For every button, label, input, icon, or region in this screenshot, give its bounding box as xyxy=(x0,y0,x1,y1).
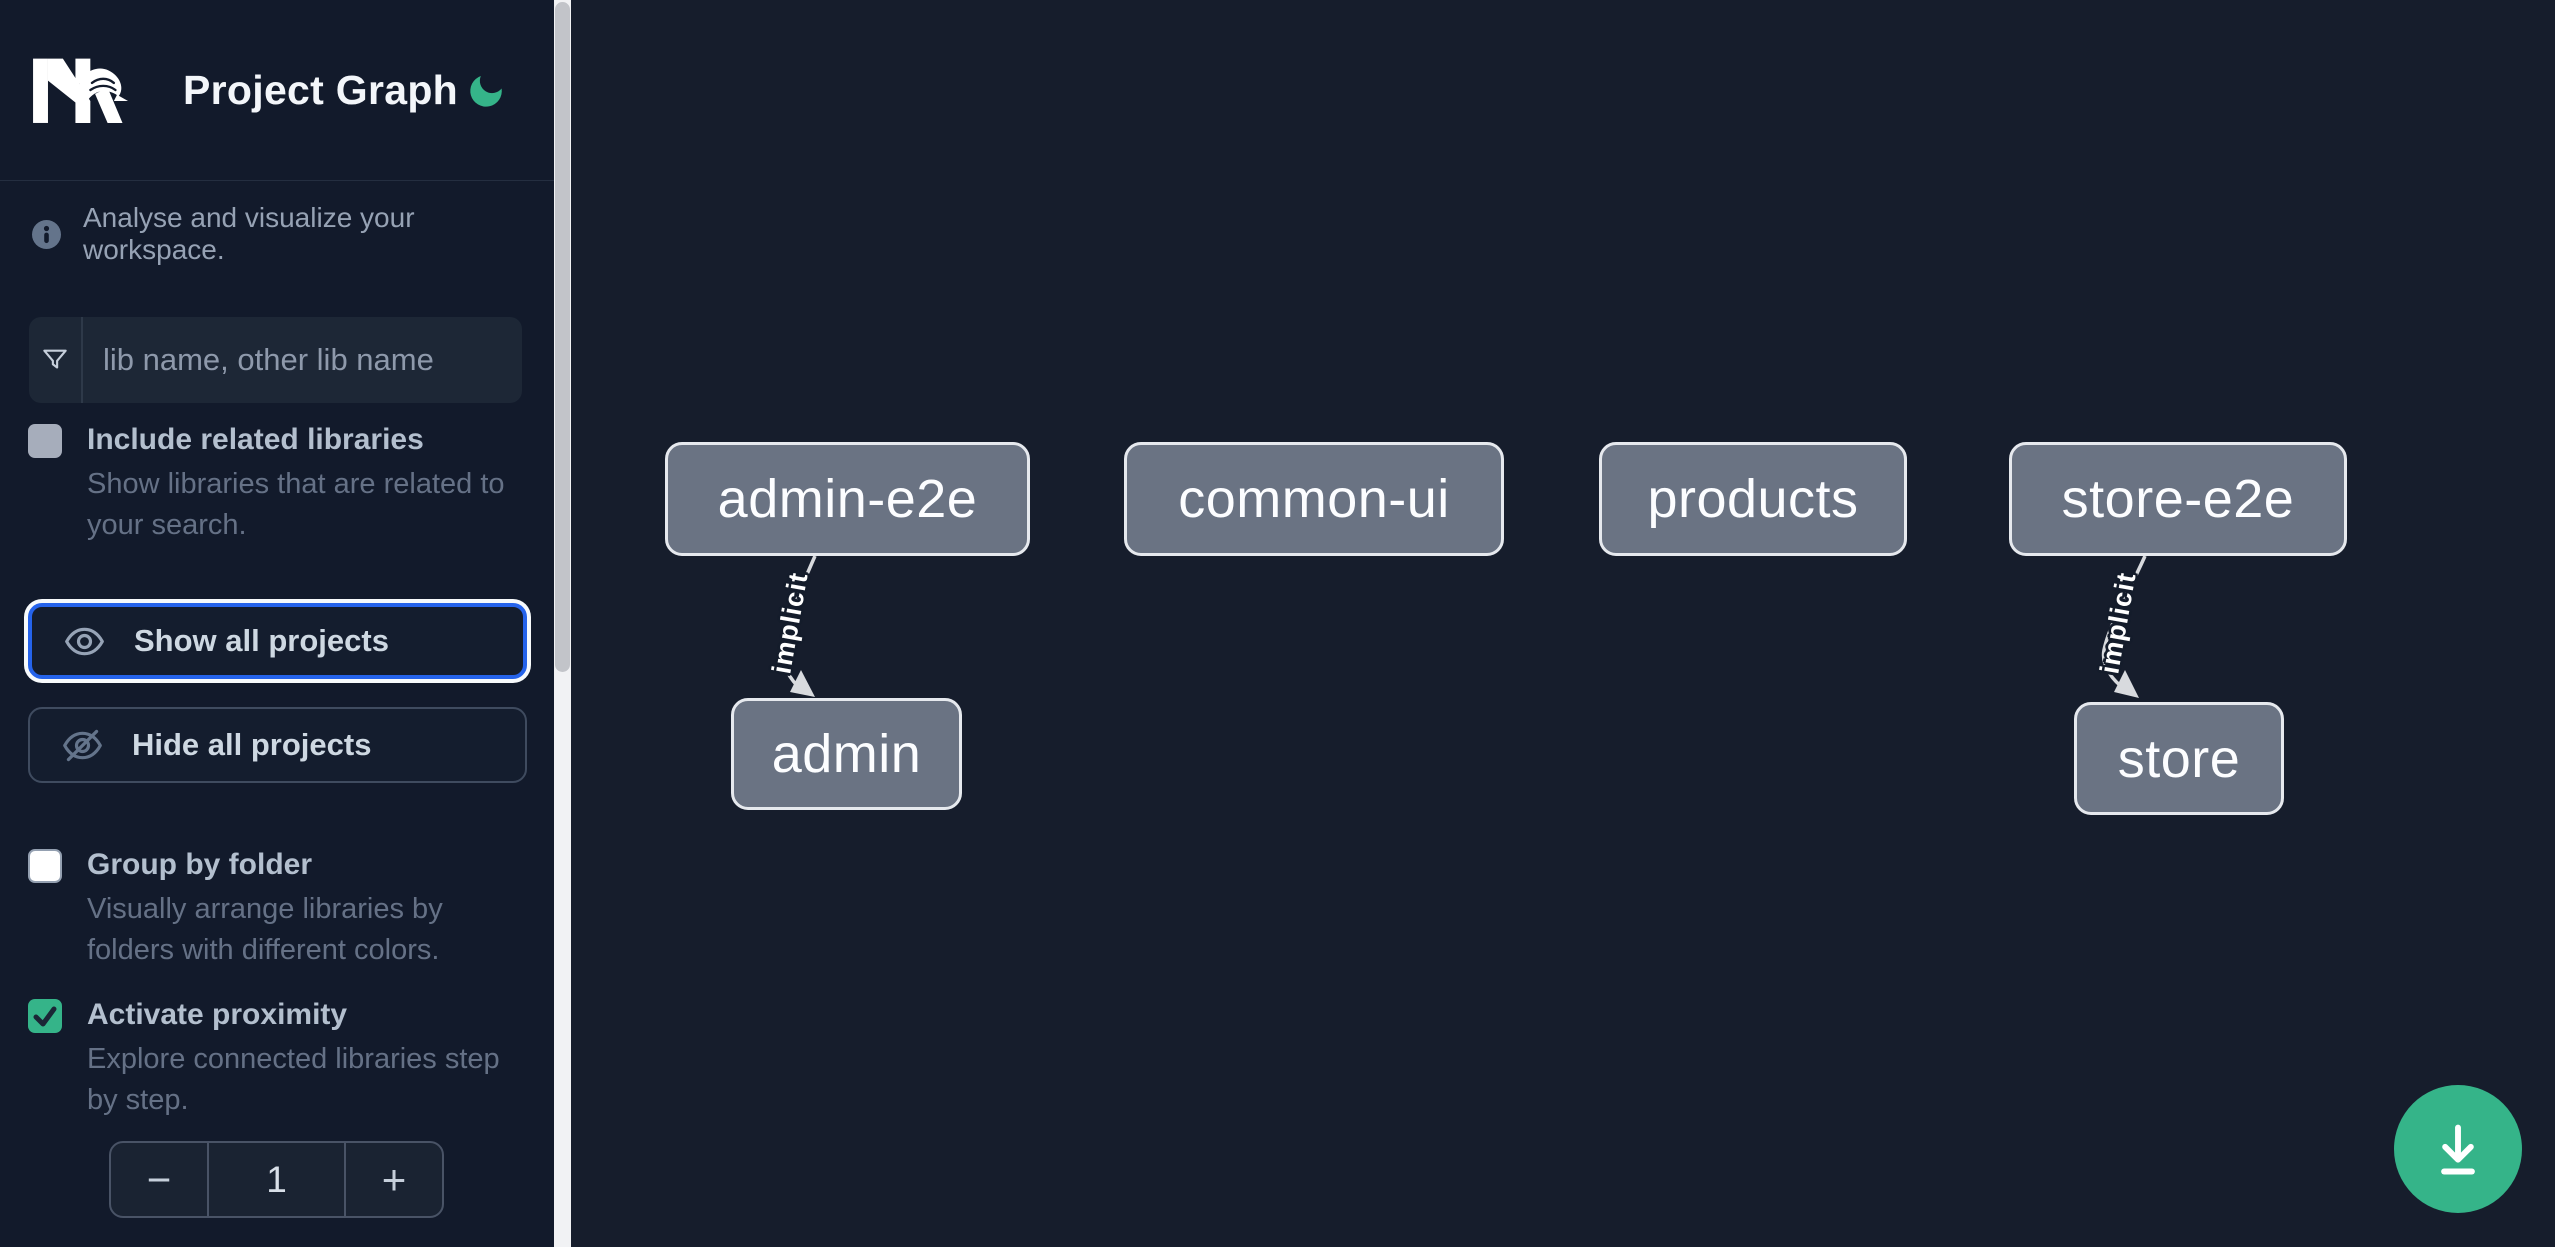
toggle-texts: Activate proximity Explore connected lib… xyxy=(87,996,518,1121)
toggle-label: Include related libraries xyxy=(87,423,424,456)
checkbox-activate-proximity[interactable] xyxy=(28,999,62,1033)
check-icon xyxy=(33,1006,57,1027)
toggle-label: Activate proximity xyxy=(87,998,348,1031)
checkbox-group-by-folder[interactable] xyxy=(28,849,62,883)
scrollbar-thumb[interactable] xyxy=(555,2,570,672)
show-all-projects-button[interactable]: Show all projects xyxy=(28,603,527,679)
checkbox-include-related-libraries[interactable] xyxy=(28,424,62,458)
download-icon xyxy=(2441,1124,2475,1175)
toggle-description: Show libraries that are related to your … xyxy=(87,468,505,541)
tagline: Analyse and visualize your workspace. xyxy=(83,202,415,265)
increment-button[interactable]: + xyxy=(381,1155,407,1203)
button-label: Show all projects xyxy=(134,623,389,658)
funnel-icon xyxy=(43,349,67,369)
toggle-label: Group by folder xyxy=(87,848,312,881)
sidebar: Project Graph Analyse and visualize your… xyxy=(0,0,554,1247)
info-icon xyxy=(32,219,61,249)
theme-toggle-button[interactable] xyxy=(465,70,507,112)
download-graph-button[interactable] xyxy=(2394,1085,2522,1213)
toggle-texts: Group by folder Visually arrange librari… xyxy=(87,846,518,971)
sidebar-scrollbar[interactable] xyxy=(554,0,571,1247)
toggle-activate-proximity[interactable]: Activate proximity Explore connected lib… xyxy=(28,996,518,1121)
graph-canvas[interactable] xyxy=(571,0,2555,1247)
graph-node-admin-e2e[interactable]: admin-e2e xyxy=(665,442,1030,556)
proximity-depth-value: 1 xyxy=(207,1143,346,1216)
filter-input[interactable] xyxy=(83,317,522,403)
hide-all-projects-button[interactable]: Hide all projects xyxy=(28,707,527,783)
moon-icon xyxy=(470,76,502,107)
graph-node-store[interactable]: store xyxy=(2074,702,2284,815)
toggle-include-related-libraries[interactable]: Include related libraries Show libraries… xyxy=(28,421,518,546)
sidebar-header: Project Graph xyxy=(0,0,554,181)
toggle-group-by-folder[interactable]: Group by folder Visually arrange librari… xyxy=(28,846,518,971)
eye-icon xyxy=(65,627,104,655)
filter-box xyxy=(29,317,522,403)
graph-node-store-e2e[interactable]: store-e2e xyxy=(2009,442,2347,556)
page-title: Project Graph xyxy=(183,67,459,113)
toggle-texts: Include related libraries Show libraries… xyxy=(87,421,518,546)
nx-logo xyxy=(33,58,128,123)
graph-node-admin[interactable]: admin xyxy=(731,698,962,810)
decrement-button[interactable]: − xyxy=(146,1155,172,1203)
proximity-depth-stepper: − 1 + xyxy=(109,1141,444,1218)
button-label: Hide all projects xyxy=(132,727,372,762)
filter-icon-cell xyxy=(29,317,83,403)
toggle-description: Explore connected libraries step by step… xyxy=(87,1043,500,1116)
eye-off-icon xyxy=(63,729,102,761)
workspace-info: Analyse and visualize your workspace. xyxy=(31,202,554,266)
toggle-description: Visually arrange libraries by folders wi… xyxy=(87,893,443,966)
graph-node-products[interactable]: products xyxy=(1599,442,1907,556)
graph-node-common-ui[interactable]: common-ui xyxy=(1124,442,1504,556)
